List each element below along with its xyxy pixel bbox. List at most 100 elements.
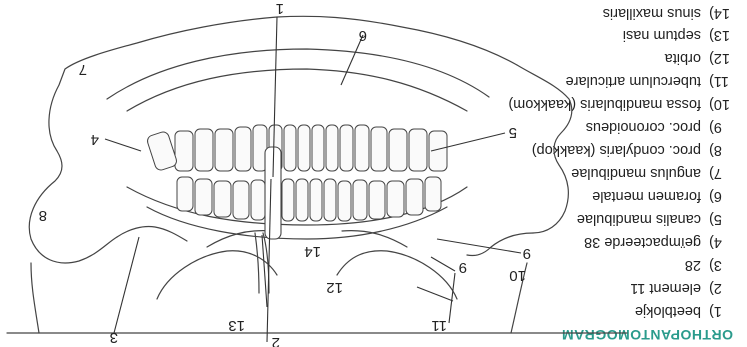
septum-nasi-2 (255, 233, 259, 293)
legend-item-7: 7) angulus mandibulae (571, 165, 722, 181)
tooth (389, 129, 407, 171)
callout-line-9b (431, 257, 455, 271)
tooth (409, 129, 427, 171)
callout-3: 3 (110, 329, 118, 346)
tooth (235, 127, 251, 171)
tooth (298, 125, 310, 171)
tooth (310, 179, 322, 221)
legend-num-12: 12) (709, 50, 730, 66)
tooth (369, 181, 385, 219)
legend-item-13: 13) septum nasi (623, 27, 730, 43)
legend-text-2: element 11 (630, 280, 701, 296)
skull-side-right (31, 263, 39, 333)
tooth (338, 181, 351, 221)
legend-num-4: 4) (709, 234, 722, 250)
legend-num-1: 1) (709, 303, 722, 319)
tooth (296, 179, 308, 221)
tooth (251, 180, 265, 220)
tooth (177, 177, 193, 211)
callout-13: 13 (228, 317, 245, 334)
tooth (312, 125, 324, 171)
callout-line-11 (449, 273, 455, 323)
callout-line-4 (105, 139, 141, 151)
legend-item-2: 2) element 11 (630, 280, 722, 296)
legend-text-6: foramen mentale (592, 188, 701, 204)
callout-6: 6 (359, 27, 367, 44)
legend-text-14: sinus maxillaris (603, 5, 701, 21)
callout-5: 5 (509, 124, 517, 141)
legend-num-5: 5) (709, 211, 722, 227)
jaw-drawing (7, 16, 627, 333)
tooth (355, 125, 369, 171)
legend-num-7: 7) (709, 165, 722, 181)
legend-text-1: beetblokje (635, 303, 701, 319)
legend-num-8: 8) (709, 142, 722, 158)
tooth (326, 125, 338, 171)
tooth (282, 179, 294, 221)
diagram-title: ORTHOPANTOMOGRAM (561, 327, 733, 343)
legend-num-10: 10) (709, 96, 730, 112)
legend-item-6: 6) foramen mentale (592, 188, 722, 204)
tooth (146, 130, 178, 171)
callout-numbers: 1 2 3 4 5 6 7 8 9 9 10 11 12 13 14 (39, 0, 531, 347)
tooth (387, 181, 404, 217)
sinus-left (342, 231, 407, 247)
legend-num-2: 2) (709, 280, 722, 296)
legend: 1) beetblokje 2) element 11 3) 28 4) geï… (508, 5, 730, 319)
callout-1: 1 (276, 0, 284, 17)
legend-num-9: 9) (709, 119, 722, 135)
tooth (371, 127, 387, 171)
legend-num-11: 11) (709, 73, 729, 89)
callout-line-10 (417, 287, 453, 301)
callout-line-3 (114, 237, 139, 333)
legend-text-9: proc. coronoideus (586, 119, 701, 135)
tooth (175, 131, 193, 171)
callout-7: 7 (79, 61, 87, 78)
coronoid-right (117, 226, 187, 241)
legend-text-12: orbita (664, 50, 701, 66)
tooth (353, 180, 367, 220)
callout-line-9a (437, 239, 521, 253)
tooth (215, 129, 233, 171)
tooth (195, 179, 212, 215)
callout-12: 12 (326, 279, 343, 296)
legend-text-8: proc. condylaris (kaakkop) (532, 142, 701, 158)
callout-10: 10 (509, 267, 526, 284)
legend-num-3: 3) (709, 257, 722, 273)
legend-item-5: 5) canalis mandibulae (577, 211, 722, 227)
legend-text-11: tuberculum articulare (566, 73, 701, 89)
legend-text-5: canalis mandibulae (577, 211, 701, 227)
callout-11: 11 (431, 317, 447, 334)
legend-num-14: 14) (709, 5, 730, 21)
legend-item-10: 10) fossa mandibularis (kaakkom) (508, 96, 730, 112)
legend-num-13: 13) (709, 27, 730, 43)
callout-9-b: 9 (459, 259, 467, 276)
upper-teeth (177, 177, 441, 221)
tooth (324, 179, 336, 221)
legend-item-8: 8) proc. condylaris (kaakkop) (532, 142, 722, 158)
tooth (214, 181, 231, 217)
tooth (406, 179, 423, 215)
legend-num-6: 6) (709, 188, 722, 204)
callout-4: 4 (91, 131, 99, 148)
legend-text-7: angulus mandibulae (571, 165, 701, 181)
legend-text-4: geïmpacteerde 38 (584, 234, 701, 250)
inner-arch (107, 49, 489, 99)
legend-text-13: septum nasi (623, 27, 701, 43)
legend-item-9: 9) proc. coronoideus (586, 119, 722, 135)
legend-item-11: 11) tuberculum articulare (566, 73, 729, 89)
inner-arch-2 (127, 69, 467, 111)
legend-text-3: 28 (685, 257, 701, 273)
tooth (425, 177, 441, 211)
tooth (233, 181, 249, 219)
orbit-left (337, 251, 457, 299)
lower-teeth (146, 125, 447, 172)
legend-text-10: fossa mandibularis (kaakkom) (508, 96, 701, 112)
callout-2: 2 (272, 334, 280, 347)
callout-9-a: 9 (523, 245, 531, 262)
tooth (340, 125, 353, 171)
callout-14: 14 (304, 243, 321, 260)
legend-item-1: 1) beetblokje (635, 303, 722, 319)
